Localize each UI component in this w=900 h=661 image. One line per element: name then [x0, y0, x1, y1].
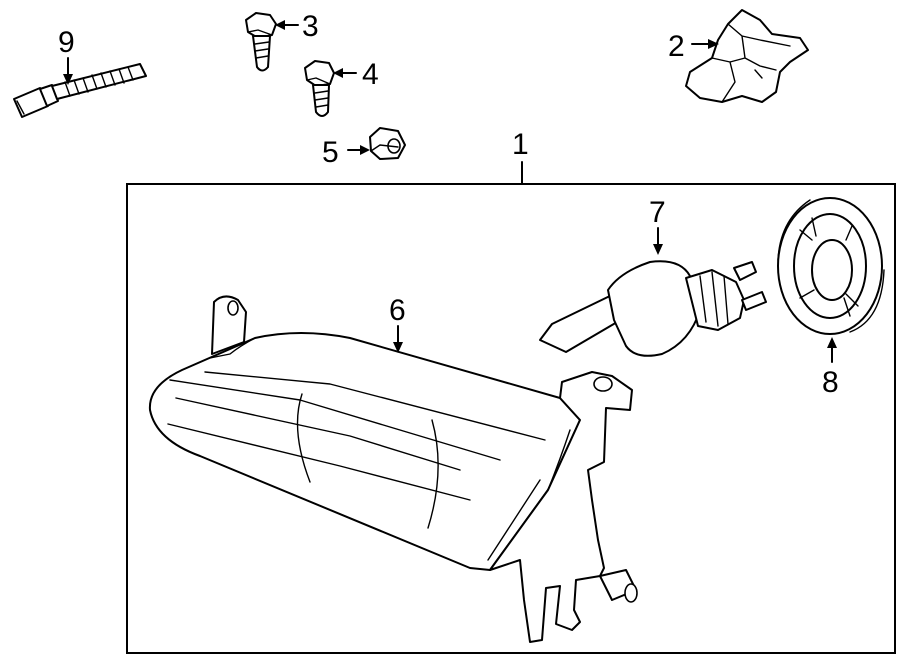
- callout-2: 2: [668, 30, 685, 63]
- callout-5: 5: [322, 136, 339, 169]
- callout-1: 1: [512, 128, 529, 161]
- headlamp-cap-part: [685, 9, 809, 103]
- callout-9: 9: [58, 26, 75, 59]
- bolt-part-3: [245, 12, 277, 72]
- bulb-part: [539, 260, 767, 357]
- nut-part: [369, 127, 406, 160]
- callout-6: 6: [389, 294, 406, 327]
- callout-3: 3: [302, 10, 319, 43]
- callout-4: 4: [362, 58, 379, 91]
- assembly-frame: [126, 183, 896, 654]
- callout-7: 7: [649, 196, 666, 229]
- callout-8: 8: [822, 366, 839, 399]
- adjuster-screw-part: [13, 63, 147, 118]
- socket-seal-part: [777, 197, 885, 335]
- bolt-part-4: [304, 60, 335, 117]
- headlamp-housing-part: [148, 295, 638, 643]
